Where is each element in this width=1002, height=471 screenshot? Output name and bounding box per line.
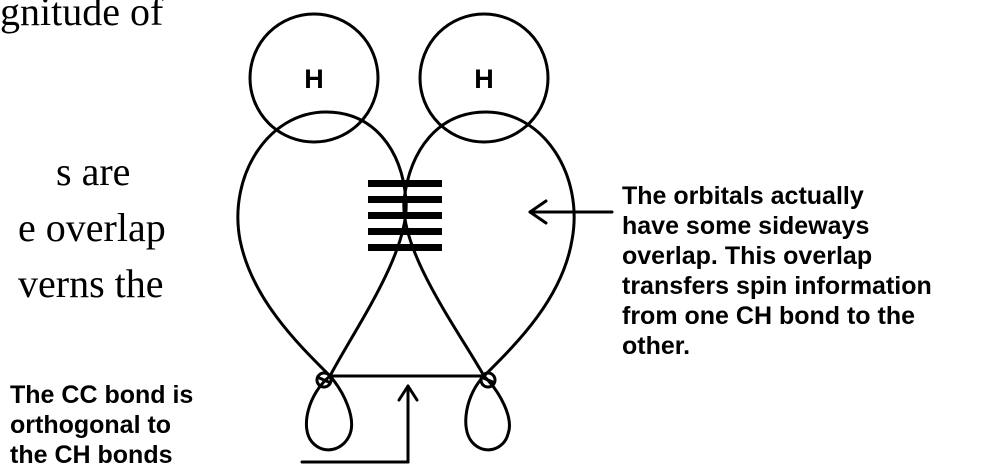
annotation-line: orthogonal to [10, 411, 172, 439]
overlap-hatch [368, 180, 442, 251]
hydrogen-orbital-left [248, 12, 380, 144]
carbon-back-lobe-left [304, 374, 354, 452]
annotation-line: the CH bonds [10, 441, 173, 469]
annotation-line: overlap. This overlap [622, 242, 873, 270]
carbon-back-lobe-right [464, 374, 511, 452]
carbon-nucleus-left [315, 371, 333, 389]
carbon-hybrid-lobe-right [402, 110, 576, 378]
annotation-line: from one CH bond to the [622, 302, 916, 330]
body-text-line-2: s are [56, 149, 131, 194]
hydrogen-label-left: H [304, 64, 324, 94]
annotation-line: other. [622, 332, 691, 360]
annotation-line: The CC bond is [10, 381, 194, 409]
annotation-line: transfers spin information [622, 272, 932, 300]
body-text-line-1: gnitude of [0, 0, 164, 34]
right-annotation-arrow [528, 199, 614, 225]
carbon-nucleus-right [479, 371, 497, 389]
hydrogen-label-right: H [474, 64, 494, 94]
orbital-overlap-annotation: The orbitals actually have some sideways… [622, 181, 932, 361]
annotation-line: have some sideways [622, 212, 870, 240]
annotation-line: The orbitals actually [622, 182, 864, 210]
bottom-annotation-arrow [300, 384, 419, 464]
cc-bond-annotation: The CC bond is orthogonal to the CH bond… [10, 380, 193, 470]
carbon-hybrid-lobe-left [236, 110, 408, 378]
body-text-line-3: e overlap [18, 205, 166, 250]
body-text-line-4: verns the [18, 261, 164, 306]
hydrogen-orbital-right [418, 12, 550, 144]
